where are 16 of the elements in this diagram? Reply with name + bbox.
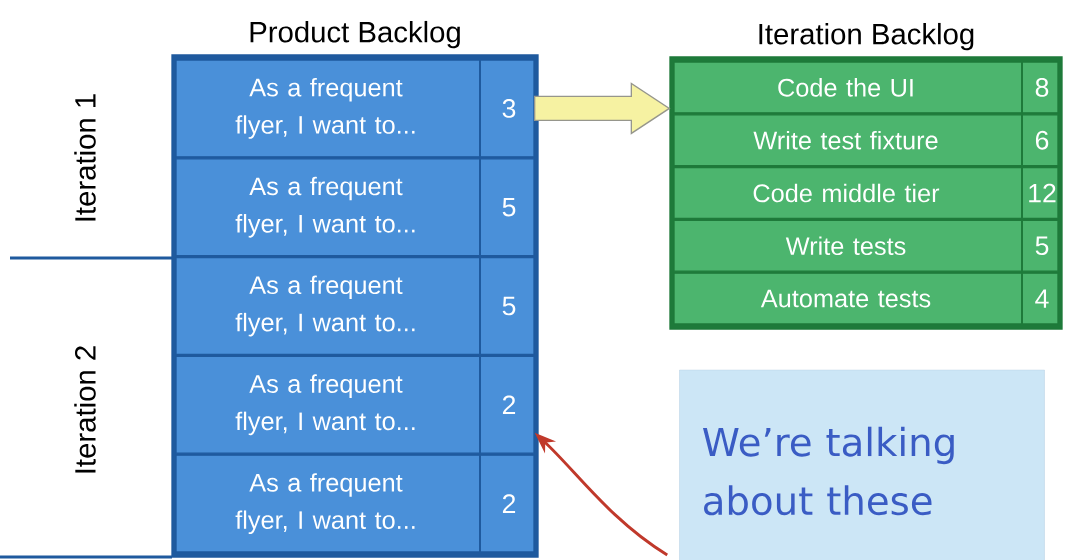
backlog-row: Write tests 5 (673, 218, 1059, 274)
iteration-label: Iteration 2 (74, 346, 96, 473)
sticky-note: We’re talking about these (679, 369, 1045, 560)
node-label: Product Backlog (250, 20, 460, 49)
backlog-row: Code middle tier 12 (673, 165, 1059, 221)
backlog-row: Write test fixture 6 (673, 112, 1059, 168)
backlog-row: As a frequent flyer, I want to... 2 (175, 453, 535, 554)
backlog-row: Code the UI 8 (673, 60, 1059, 115)
block-arrow (534, 82, 671, 135)
backlog-row: As a frequent flyer, I want to... 2 (175, 354, 535, 456)
node-label: Iteration Backlog (759, 22, 974, 51)
backlog-row: Automate tests 4 (673, 271, 1059, 326)
iteration-label: Iteration 1 (74, 94, 96, 221)
backlog-row: As a frequent flyer, I want to... 5 (175, 255, 535, 357)
backlog-row: As a frequent flyer, I want to... 5 (175, 156, 535, 258)
backlog-row: As a frequent flyer, I want to... 3 (175, 58, 535, 159)
